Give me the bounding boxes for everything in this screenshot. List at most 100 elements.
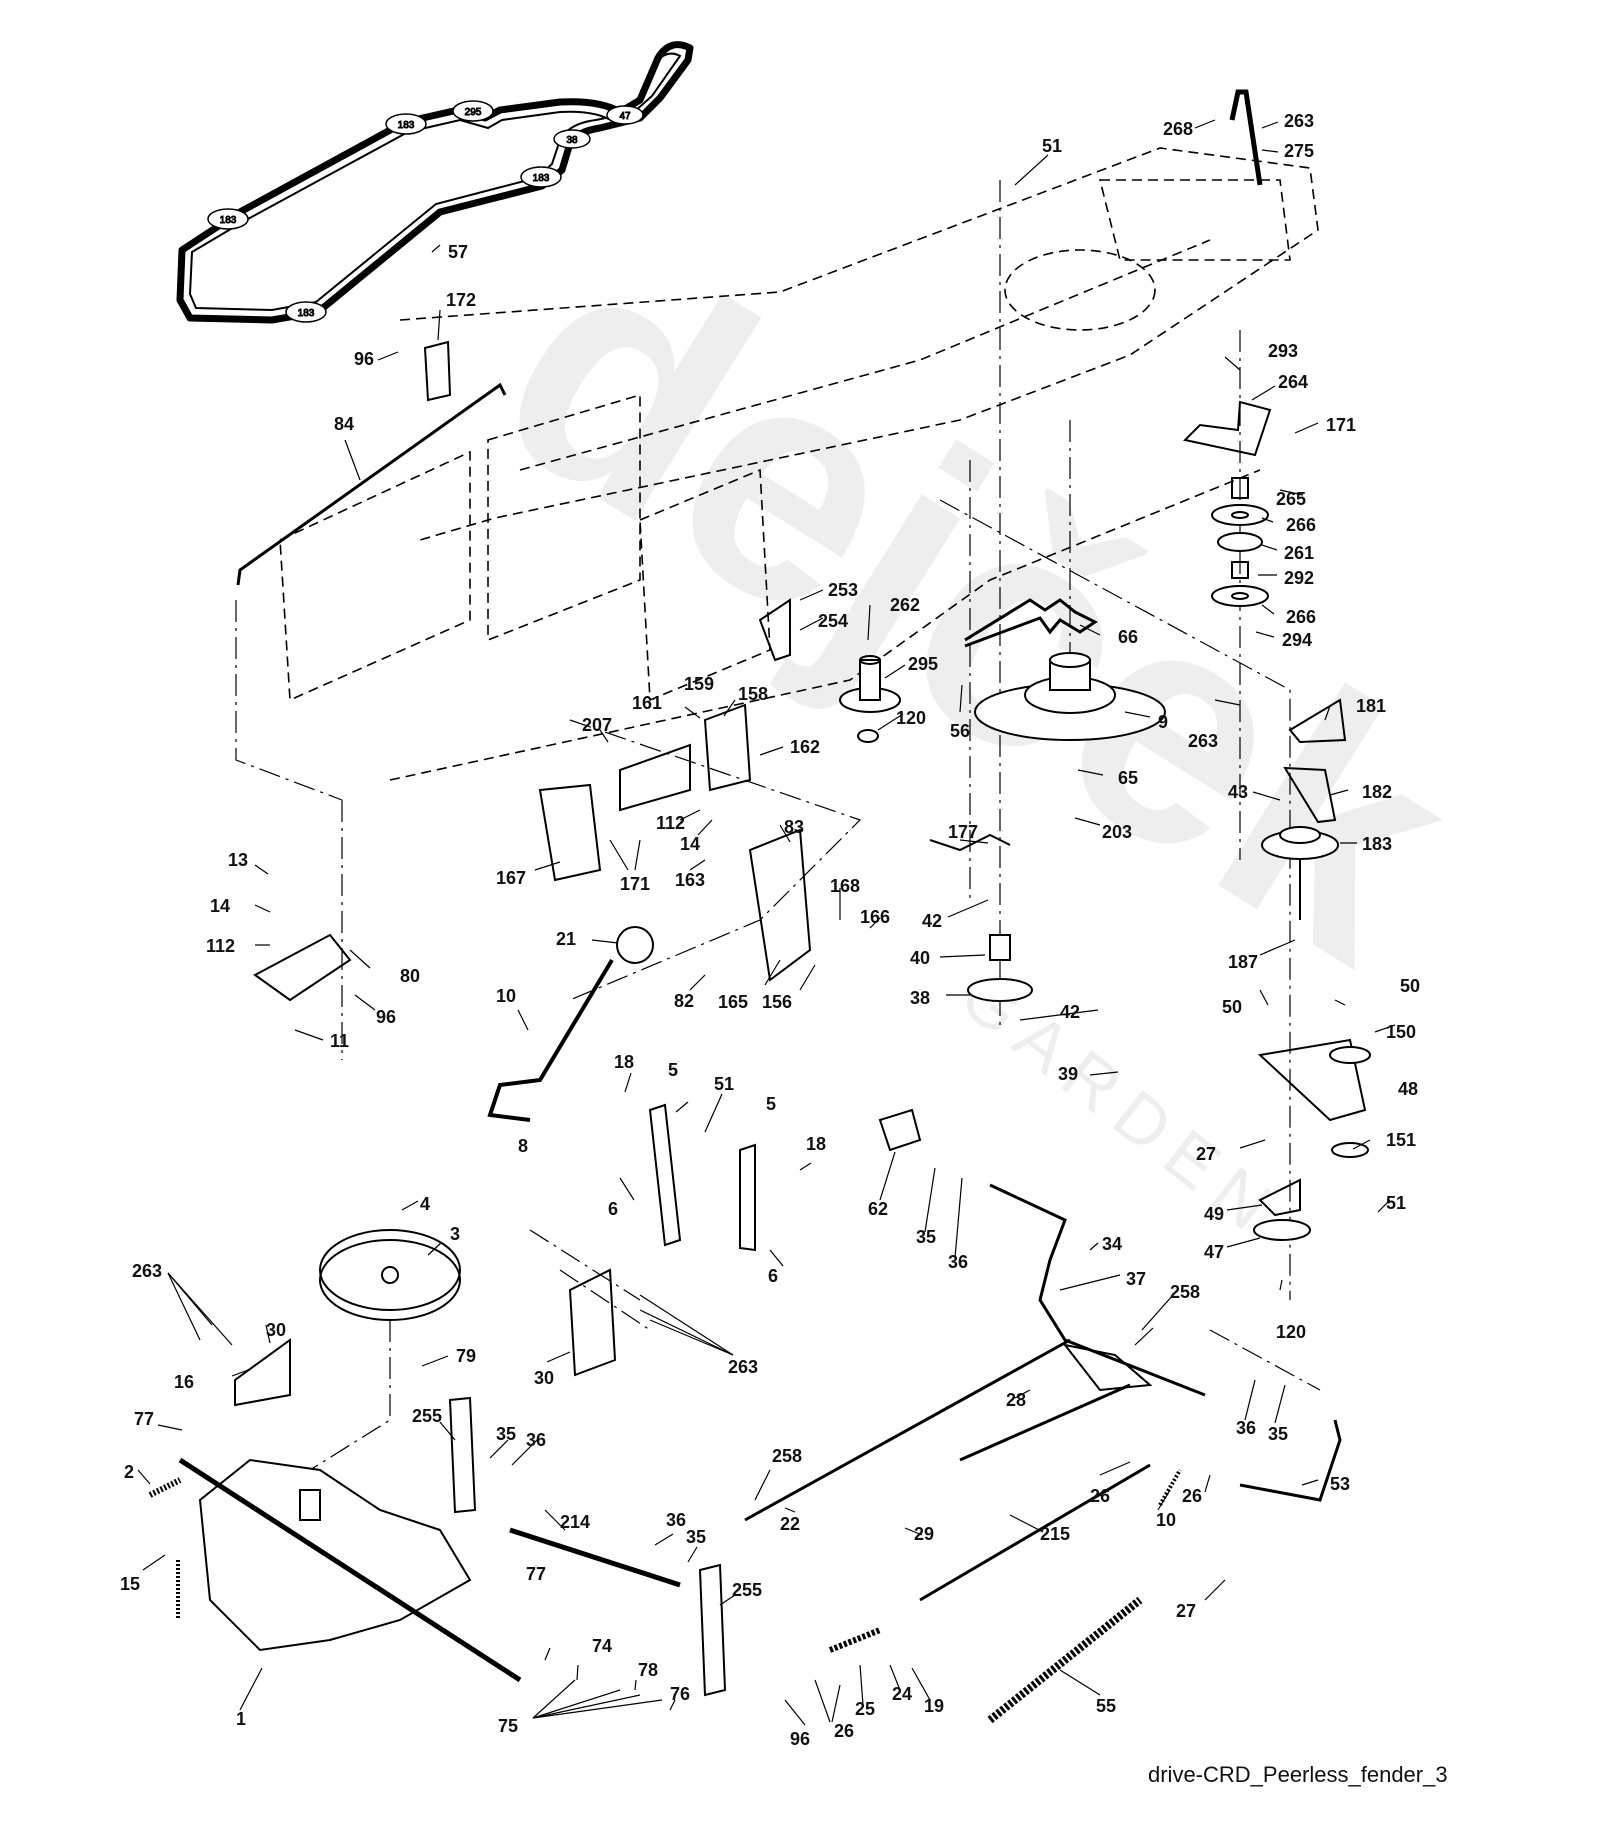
bracket-30-right — [568, 1268, 617, 1377]
tractor-frame — [279, 147, 1319, 781]
callout-30: 30 — [266, 1320, 286, 1340]
callout-258: 258 — [1170, 1282, 1200, 1302]
frame-side-panel-left — [279, 450, 471, 702]
callout-263: 263 — [132, 1261, 162, 1281]
callout-83: 83 — [784, 817, 804, 837]
bushing-150 — [1329, 1046, 1371, 1064]
callout-65: 65 — [1118, 768, 1138, 788]
callout-5: 5 — [668, 1060, 678, 1080]
callout-29: 29 — [914, 1524, 934, 1544]
spacer-62 — [878, 1108, 922, 1152]
callout-26: 26 — [1090, 1486, 1110, 1506]
callout-159: 159 — [684, 674, 714, 694]
callout-96: 96 — [376, 1007, 396, 1027]
callout-labels: 57 172 96 84 51 268 263 275 293 264 171 … — [120, 111, 1420, 1749]
transmission-pulley-3 — [319, 1229, 461, 1321]
callout-74: 74 — [592, 1636, 612, 1656]
callout-187: 187 — [1228, 952, 1258, 972]
callout-62: 62 — [868, 1199, 888, 1219]
callout-35: 35 — [1268, 1424, 1288, 1444]
callout-79: 79 — [456, 1346, 476, 1366]
callout-75: 75 — [498, 1716, 518, 1736]
callout-42: 42 — [922, 911, 942, 931]
bracket-258 — [1062, 1343, 1153, 1392]
diagram-caption: drive-CRD_Peerless_fender_3 — [1148, 1762, 1448, 1787]
engine-pulley-9 — [974, 652, 1166, 741]
callout-51: 51 — [714, 1074, 734, 1094]
callout-172: 172 — [446, 290, 476, 310]
callout-27: 27 — [1176, 1601, 1196, 1621]
bracket-165 — [748, 828, 812, 982]
frame-rear-plate — [1098, 179, 1291, 261]
callout-19: 19 — [924, 1696, 944, 1716]
callout-183: 183 — [1362, 834, 1392, 854]
frame-top-rail — [399, 147, 1319, 541]
pulley-295 — [839, 655, 901, 743]
callout-51: 51 — [1042, 136, 1062, 156]
callout-38: 38 — [910, 988, 930, 1008]
callout-18: 18 — [806, 1134, 826, 1154]
belt-pulleys: 183 183 295 47 38 183 — [207, 100, 644, 323]
transaxle-1 — [178, 1457, 522, 1683]
callout-66: 66 — [1118, 627, 1138, 647]
bracket-49 — [1258, 1178, 1301, 1217]
callout-262: 262 — [890, 595, 920, 615]
bracket-48 — [1257, 1038, 1367, 1122]
callout-18: 18 — [614, 1052, 634, 1072]
callout-96: 96 — [790, 1729, 810, 1749]
drive-belt: 183 183 295 47 38 183 — [176, 41, 694, 324]
callout-76: 76 — [670, 1684, 690, 1704]
bracket-264 — [1182, 400, 1272, 457]
frame-side-panel-right — [639, 468, 771, 702]
callout-78: 78 — [638, 1660, 658, 1680]
callout-166: 166 — [860, 907, 890, 927]
belt-pulley-38: 38 — [553, 129, 591, 149]
pulley-183 — [1261, 826, 1339, 920]
callout-182: 182 — [1362, 782, 1392, 802]
pulley-47 — [1253, 1219, 1311, 1241]
callout-3: 3 — [450, 1224, 460, 1244]
callout-27: 27 — [1196, 1144, 1216, 1164]
callout-150: 150 — [1386, 1022, 1416, 1042]
callout-26: 26 — [834, 1721, 854, 1741]
bracket-172 — [423, 340, 452, 402]
spring-10 — [1158, 1469, 1182, 1506]
belt-pulley-tag: 47 — [619, 111, 631, 122]
spring-55 — [987, 1596, 1143, 1724]
callout-36: 36 — [948, 1252, 968, 1272]
assembly-lines — [235, 180, 1321, 1471]
callout-181: 181 — [1356, 696, 1386, 716]
belt-pulley-tag: 183 — [398, 120, 415, 131]
callout-167: 167 — [496, 868, 526, 888]
callout-4: 4 — [420, 1194, 430, 1214]
belt-pulley-tag: 183 — [298, 308, 315, 319]
callout-163: 163 — [675, 870, 705, 890]
callout-51: 51 — [1386, 1193, 1406, 1213]
bracket-182 — [1283, 766, 1337, 824]
plate-80 — [253, 933, 352, 1002]
callout-35: 35 — [916, 1227, 936, 1247]
belt-pulley-183-left: 183 — [207, 208, 249, 230]
frame-bottom-rail — [389, 469, 1261, 781]
rod-215 — [919, 1463, 1151, 1602]
callout-57: 57 — [448, 242, 468, 262]
callout-34: 34 — [1102, 1234, 1122, 1254]
callout-35: 35 — [496, 1424, 516, 1444]
callout-292: 292 — [1284, 568, 1314, 588]
callout-96: 96 — [354, 349, 374, 369]
bracket-158 — [703, 703, 752, 792]
callout-50: 50 — [1400, 976, 1420, 996]
callout-24: 24 — [892, 1684, 912, 1704]
belt-inner-path — [188, 52, 682, 312]
callout-35: 35 — [686, 1527, 706, 1547]
callout-5: 5 — [766, 1094, 776, 1114]
callout-10: 10 — [1156, 1510, 1176, 1530]
bracket-255-right — [698, 1563, 727, 1697]
callout-265: 265 — [1276, 489, 1306, 509]
bracket-30-left — [234, 1338, 291, 1407]
belt-pulley-tag: 38 — [566, 135, 578, 146]
callout-2: 2 — [124, 1462, 134, 1482]
callout-112: 112 — [206, 936, 235, 956]
wire-66 — [964, 598, 1098, 648]
